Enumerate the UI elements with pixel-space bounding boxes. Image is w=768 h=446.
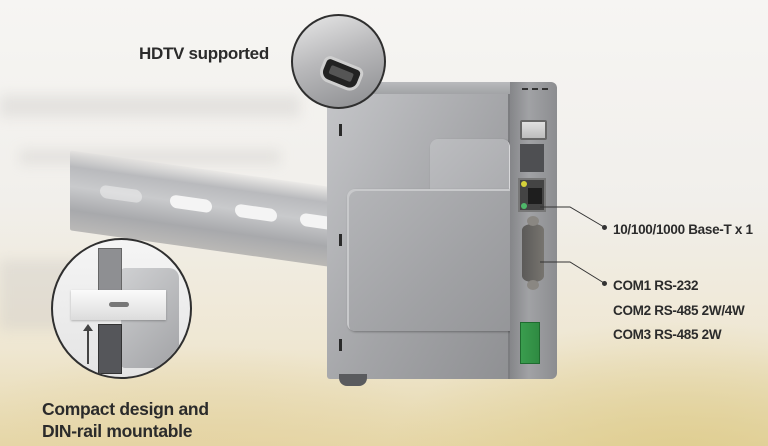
- com2-label: COM2 RS-485 2W/4W: [613, 302, 745, 318]
- callout-dot: [602, 225, 607, 230]
- embossed-panel-lower: [347, 189, 522, 331]
- hmi-controller-device: [327, 82, 557, 386]
- vent-notch: [339, 339, 342, 351]
- usb-port-icon: [520, 120, 547, 140]
- blank-port-cover: [520, 144, 544, 172]
- compact-line-2: DIN-rail mountable: [42, 421, 193, 441]
- device-side-face: [327, 94, 522, 379]
- hdmi-port-icon: [291, 14, 386, 109]
- device-front-io-panel: [510, 82, 557, 379]
- vent-notch: [339, 234, 342, 246]
- arrow-up-icon: [83, 324, 93, 364]
- ethernet-port-icon: [518, 178, 546, 212]
- compact-design-callout: Compact design and DIN-rail mountable: [42, 398, 209, 442]
- com1-label: COM1 RS-232: [613, 278, 699, 293]
- vent-notch: [339, 124, 342, 136]
- terminal-block-icon: [520, 322, 540, 364]
- din-rail-clip-icon: [51, 238, 192, 379]
- com3-label: COM3 RS-485 2W: [613, 327, 722, 342]
- din-clip-foot: [339, 374, 367, 386]
- com-ports-callout: COM1 RS-232 COM2 RS-485 2W/4W COM3 RS-48…: [613, 274, 745, 348]
- serial-db9-port-icon: [522, 216, 544, 290]
- callout-dot: [602, 281, 607, 286]
- status-leds: [522, 88, 548, 90]
- ethernet-callout: 10/100/1000 Base-T x 1: [613, 222, 753, 237]
- compact-line-1: Compact design and: [42, 399, 209, 419]
- hdtv-callout: HDTV supported: [139, 44, 269, 63]
